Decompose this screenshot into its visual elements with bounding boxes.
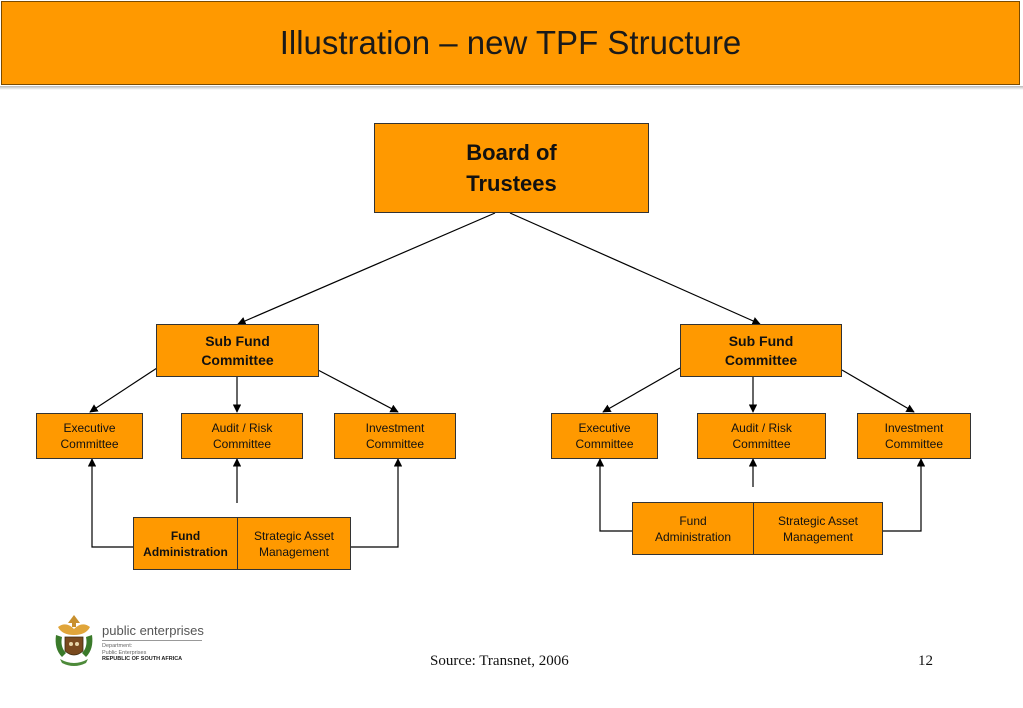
connector-left-invest xyxy=(317,369,399,413)
board-line2: Trustees xyxy=(466,171,557,196)
right-fund-admin-line2: Administration xyxy=(654,529,732,544)
right-strategic-line1: Strategic Asset xyxy=(777,513,859,528)
board-of-trustees-box: Board of Trustees xyxy=(374,123,649,213)
left-executive-line1: Executive xyxy=(63,421,116,435)
left-audit-line1: Audit / Risk xyxy=(211,421,273,435)
left-investment-line2: Committee xyxy=(365,437,424,451)
left-executive-line2: Committee xyxy=(60,437,119,451)
left-fund-administration-box: Fund Administration xyxy=(133,517,238,570)
logo-dept-line1: Department: xyxy=(102,643,133,649)
left-audit-line2: Committee xyxy=(212,437,271,451)
right-fund-administration-box: Fund Administration xyxy=(632,502,754,555)
logo-text-block: public enterprises Department: Public En… xyxy=(102,623,204,663)
right-audit-line2: Committee xyxy=(732,437,791,451)
source-note: Source: Transnet, 2006 xyxy=(430,653,569,669)
left-executive-committee-box: Executive Committee xyxy=(36,413,143,459)
title-bar: Illustration – new TPF Structure xyxy=(1,1,1020,85)
right-executive-line2: Committee xyxy=(575,437,634,451)
right-audit-line1: Audit / Risk xyxy=(731,421,792,435)
coat-of-arms-icon xyxy=(55,615,93,666)
title-divider xyxy=(0,86,1023,90)
connector-right-exec xyxy=(602,367,681,413)
right-fund-admin-line1: Fund xyxy=(679,513,707,528)
connector-left-admin-exec xyxy=(87,458,133,548)
connector-board-left xyxy=(237,212,496,325)
right-executive-line1: Executive xyxy=(578,421,631,435)
left-investment-line1: Investment xyxy=(365,421,425,435)
right-audit-risk-committee-box: Audit / Risk Committee xyxy=(697,413,826,459)
board-line1: Board of xyxy=(466,140,557,165)
right-strategic-asset-management-box: Strategic Asset Management xyxy=(753,502,883,555)
right-strategic-line2: Management xyxy=(782,529,854,544)
left-audit-risk-committee-box: Audit / Risk Committee xyxy=(181,413,303,459)
right-investment-committee-box: Investment Committee xyxy=(857,413,971,459)
left-strategic-line2: Management xyxy=(258,544,330,559)
right-sub-fund-committee-box: Sub Fund Committee xyxy=(680,324,842,377)
right-investment-line2: Committee xyxy=(884,437,943,451)
public-enterprises-logo: public enterprises Department: Public En… xyxy=(52,613,212,671)
left-strategic-asset-management-box: Strategic Asset Management xyxy=(237,517,351,570)
page-number: 12 xyxy=(918,653,933,669)
logo-dept-line2: Public Enterprises xyxy=(102,649,147,656)
logo-country: REPUBLIC OF SOUTH AFRICA xyxy=(102,656,183,662)
left-fund-admin-line1: Fund xyxy=(170,528,201,543)
connector-right-admin-invest xyxy=(882,458,926,532)
left-investment-committee-box: Investment Committee xyxy=(334,413,456,459)
slide-title: Illustration – new TPF Structure xyxy=(279,24,742,61)
logo-divider xyxy=(102,640,202,641)
left-sub-fund-line2: Committee xyxy=(201,351,274,368)
connector-right-invest xyxy=(841,369,915,413)
right-investment-line1: Investment xyxy=(884,421,944,435)
left-fund-admin-line2: Administration xyxy=(143,544,228,559)
left-strategic-line1: Strategic Asset xyxy=(253,528,335,543)
connector-left-admin-invest xyxy=(350,458,403,548)
connector-board-right xyxy=(509,212,761,325)
logo-name: public enterprises xyxy=(102,623,204,638)
right-sub-fund-line1: Sub Fund xyxy=(728,332,794,349)
left-sub-fund-committee-box: Sub Fund Committee xyxy=(156,324,319,377)
connector-right-admin-exec xyxy=(595,458,632,532)
right-executive-committee-box: Executive Committee xyxy=(551,413,658,459)
right-sub-fund-line2: Committee xyxy=(724,351,798,368)
left-sub-fund-line1: Sub Fund xyxy=(205,332,270,349)
connector-left-exec xyxy=(89,367,158,413)
